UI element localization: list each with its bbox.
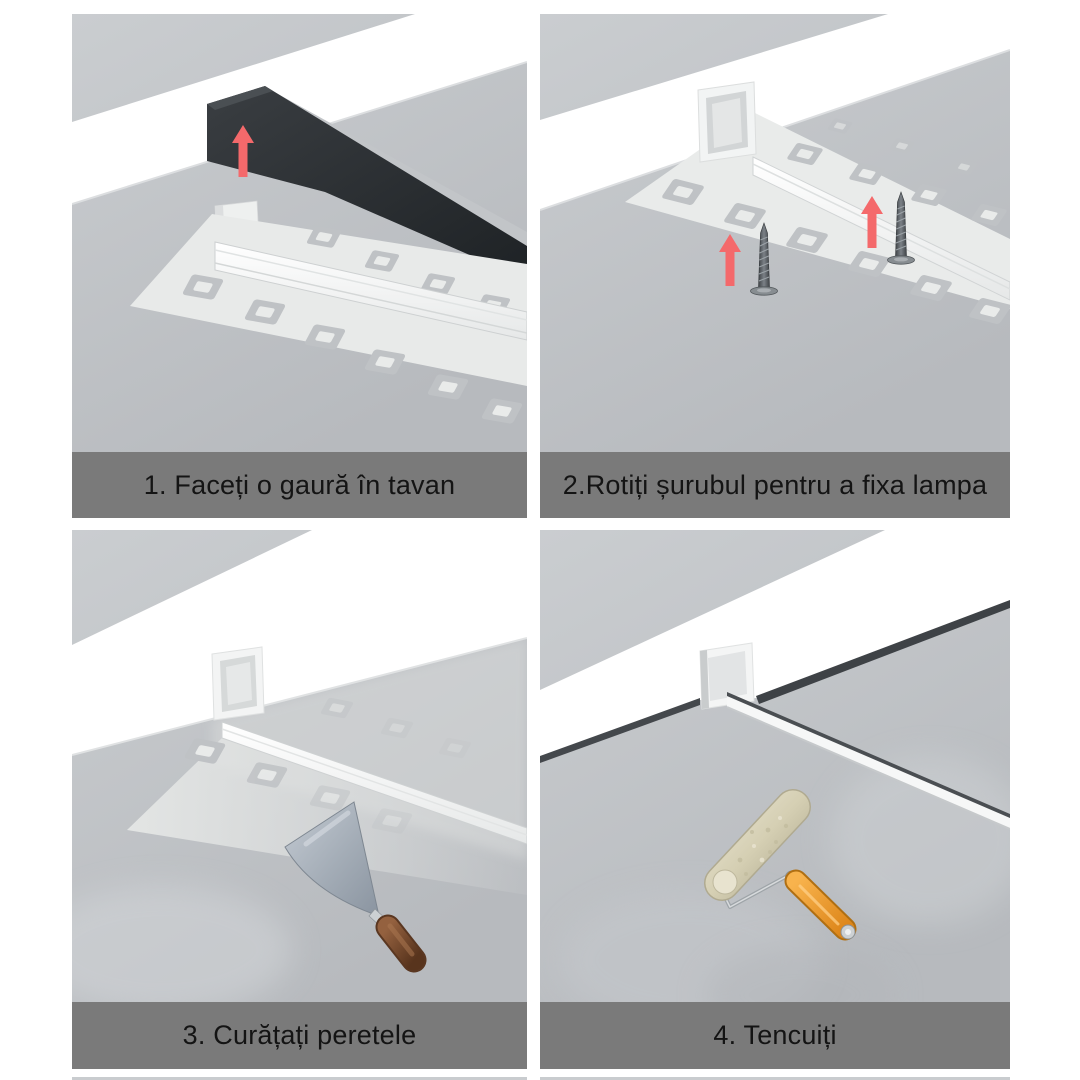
ceiling-slab bbox=[72, 530, 527, 756]
profile-channel bbox=[214, 241, 527, 341]
recessed-channel-line bbox=[726, 692, 1010, 830]
step-2-scene bbox=[540, 14, 1010, 452]
putty-knife-icon bbox=[284, 801, 427, 973]
paint-roller-icon bbox=[704, 789, 857, 941]
step-3-scene bbox=[72, 530, 527, 1002]
step-1-panel: 1. Faceți o gaură în tavan bbox=[72, 14, 527, 518]
roller-texture bbox=[737, 816, 789, 876]
plaster-smear bbox=[72, 885, 292, 1002]
step-4-scene bbox=[540, 530, 1010, 1002]
cropped-next-row-strip bbox=[540, 1077, 1010, 1080]
ceiling-profile bbox=[127, 697, 527, 895]
step-2-panel: 2.Rotiți șurubul pentru a fixa lampa bbox=[540, 14, 1010, 518]
cropped-next-row-strip bbox=[72, 1077, 527, 1080]
step-2-caption-bar: 2.Rotiți șurubul pentru a fixa lampa bbox=[540, 452, 1010, 518]
step-3-panel: 3. Curățați peretele bbox=[72, 530, 527, 1069]
step-2-caption-text: 2.Rotiți șurubul pentru a fixa lampa bbox=[562, 469, 988, 500]
slot-gap-left bbox=[540, 698, 700, 763]
step-1-caption-bar: 1. Faceți o gaură în tavan bbox=[72, 452, 527, 518]
step-4-panel: 4. Tencuiți bbox=[540, 530, 1010, 1069]
slot-gap-right bbox=[756, 600, 1010, 704]
cut-slot bbox=[207, 86, 527, 280]
ceiling-hole-block bbox=[697, 81, 757, 163]
ceiling-profile bbox=[130, 214, 527, 424]
profile-channel bbox=[752, 156, 1010, 301]
step-1-scene bbox=[72, 14, 527, 452]
profile-channel bbox=[221, 721, 527, 845]
ceiling-hole-block bbox=[699, 642, 755, 710]
step-4-caption-bar: 4. Tencuiți bbox=[540, 1002, 1010, 1069]
ceiling-hole-block bbox=[211, 646, 265, 721]
step-4-caption-text: 4. Tencuiți bbox=[713, 1020, 837, 1050]
step-3-caption-text: 3. Curățați peretele bbox=[182, 1020, 417, 1050]
step-1-caption-text: 1. Faceți o gaură în tavan bbox=[143, 469, 456, 500]
ceiling-slab bbox=[540, 530, 1010, 760]
step-3-caption-bar: 3. Curățați peretele bbox=[72, 1002, 527, 1069]
